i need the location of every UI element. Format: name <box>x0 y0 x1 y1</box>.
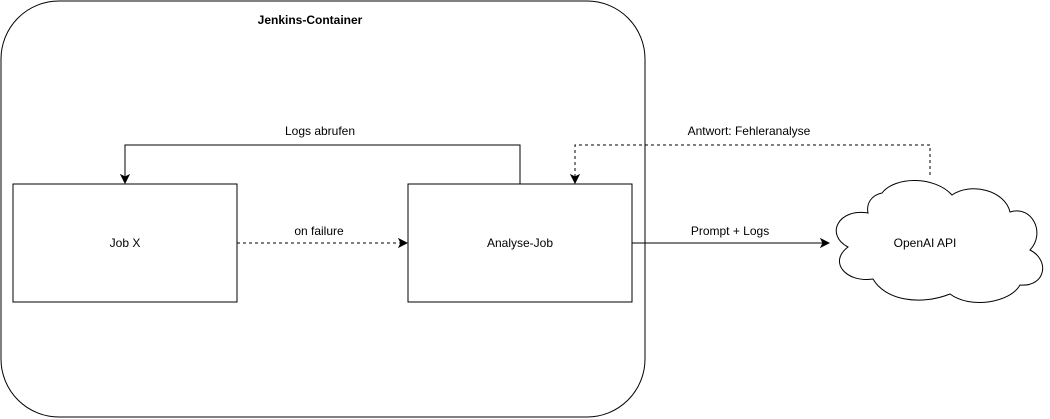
job-x-box <box>12 183 238 303</box>
jenkins-container <box>0 0 646 418</box>
jenkins-container-title: Jenkins-Container <box>258 13 363 27</box>
job-x-label: Job X <box>110 236 141 250</box>
on-failure-label: on failure <box>294 224 344 238</box>
analyse-job-label: Analyse-Job <box>487 236 553 250</box>
openai-api-label: OpenAI API <box>894 236 957 250</box>
antwort-arrow <box>575 144 931 182</box>
openai-api-cloud <box>835 180 1044 303</box>
logs-abrufen-label: Logs abrufen <box>285 124 355 138</box>
prompt-logs-label: Prompt + Logs <box>691 224 769 238</box>
antwort-label: Antwort: Fehleranalyse <box>688 124 811 138</box>
logs-abrufen-arrow <box>125 144 521 184</box>
